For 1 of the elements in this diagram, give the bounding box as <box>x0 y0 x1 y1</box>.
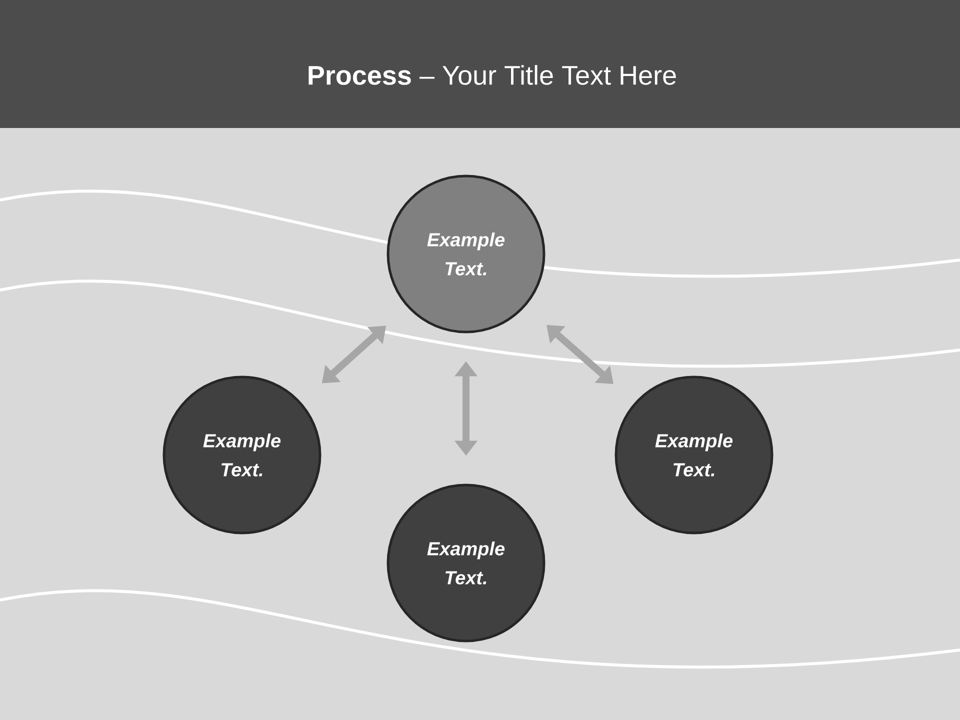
slide-title: Process – Your Title Text Here <box>308 65 676 85</box>
